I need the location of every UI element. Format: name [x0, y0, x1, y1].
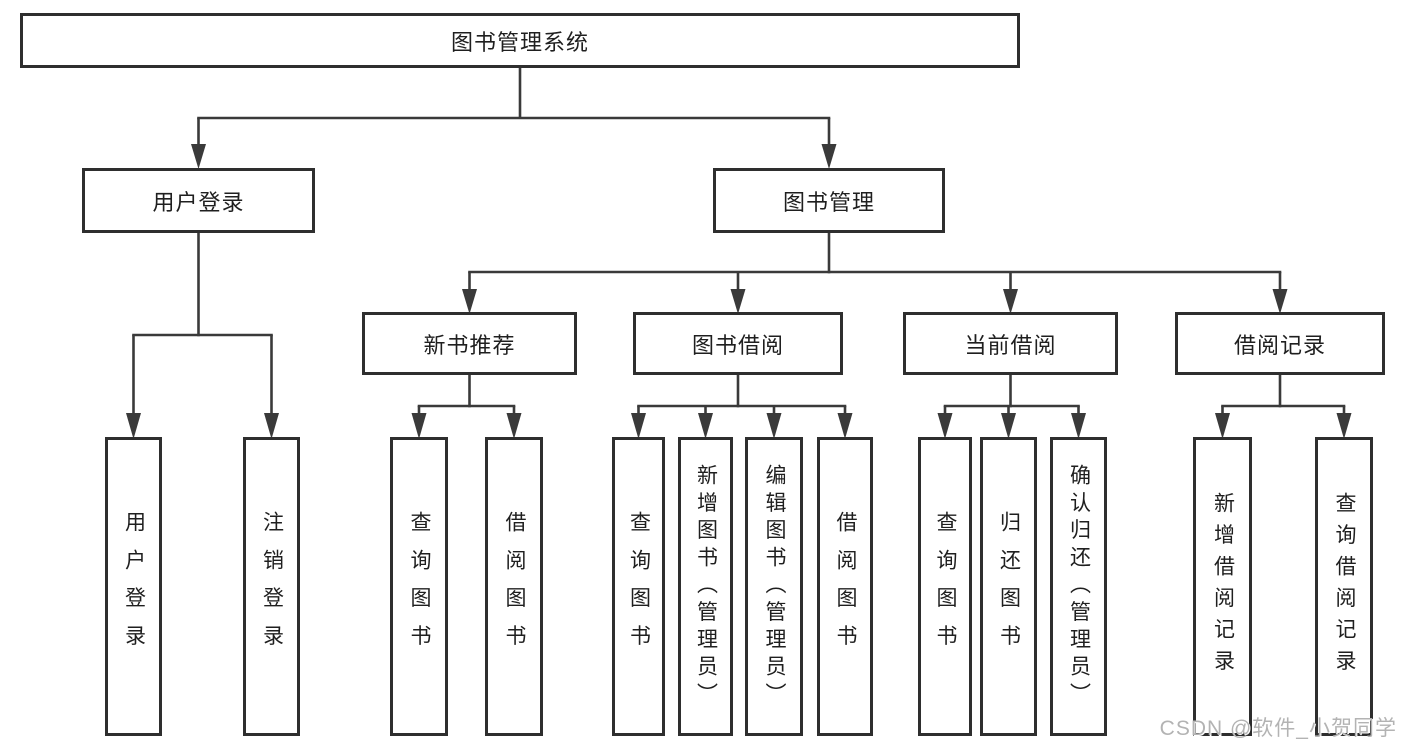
node-user-login-branch: 用户登录 [82, 168, 315, 233]
csdn-watermark: CSDN @软件_小贺同学 [1159, 717, 1397, 740]
leaf-query-books-current: 查询图书 [918, 437, 972, 736]
leaf-query-books-borrow: 查询图书 [612, 437, 665, 736]
leaf-user-login: 用户登录 [105, 437, 162, 736]
leaf-query-books-recommend: 查询图书 [390, 437, 448, 736]
leaf-query-borrow-record: 查询借阅记录 [1315, 437, 1373, 736]
leaf-return-books: 归还图书 [980, 437, 1037, 736]
leaf-logout: 注销登录 [243, 437, 300, 736]
leaf-edit-books-admin: 编辑图书（管理员） [745, 437, 803, 736]
node-library-management-system: 图书管理系统 [20, 13, 1020, 68]
node-new-book-recommend: 新书推荐 [362, 312, 577, 375]
node-book-management-branch: 图书管理 [713, 168, 945, 233]
leaf-add-books-admin: 新增图书（管理员） [678, 437, 733, 736]
node-borrow-records: 借阅记录 [1175, 312, 1385, 375]
node-current-borrow: 当前借阅 [903, 312, 1118, 375]
leaf-confirm-return-admin: 确认归还（管理员） [1050, 437, 1107, 736]
leaf-borrow-books: 借阅图书 [817, 437, 873, 736]
leaf-borrow-books-recommend: 借阅图书 [485, 437, 543, 736]
leaf-add-borrow-record: 新增借阅记录 [1193, 437, 1252, 736]
node-book-borrow: 图书借阅 [633, 312, 843, 375]
